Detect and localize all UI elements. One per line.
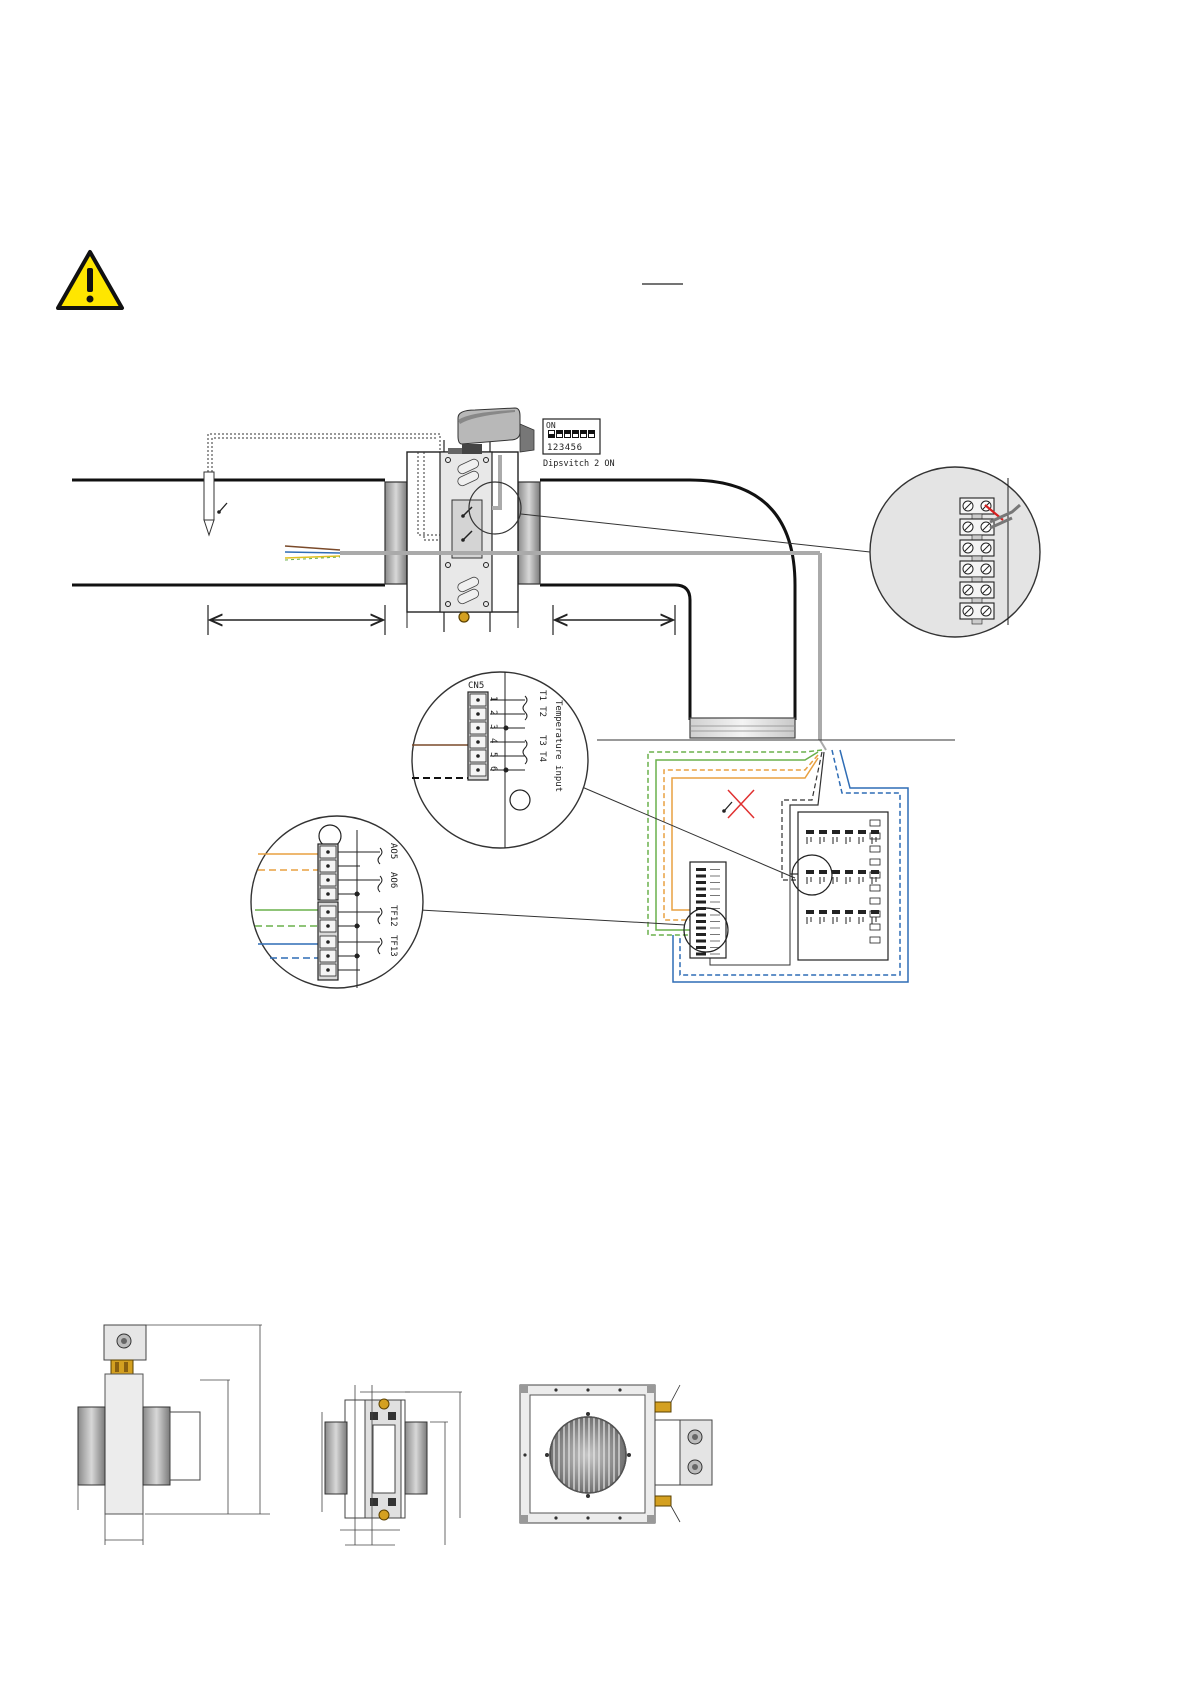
leader-line (521, 514, 870, 552)
dip-switch-icon: ON 123456 Dipsvitch 2 ON (543, 419, 615, 469)
leader-line-cn5 (582, 787, 795, 878)
main-pcb (798, 812, 888, 960)
cn5-detail: CN5 1 2 3 4 5 6 T1 T2 T3 T4 Temperature input (412, 672, 588, 848)
ao5-label: AO5 (388, 843, 398, 859)
warning-icon (58, 252, 122, 308)
ao-detail: AO5 AO6 TF12 TF13 (251, 816, 423, 988)
leader-line-ao (420, 910, 685, 925)
actuator (448, 408, 534, 454)
dip-caption: Dipsvitch 2 ON (543, 459, 615, 469)
unit-face-view (520, 1385, 712, 1523)
expansion-board (690, 862, 726, 958)
unit-side-view (78, 1325, 270, 1545)
cn5-pin-number: 5 (488, 752, 498, 757)
tf13-label: TF13 (388, 935, 398, 957)
cn5-pin-number: 6 (488, 766, 498, 771)
inlet-flange (385, 482, 407, 584)
outlet-flange (518, 482, 540, 584)
ao6-label: AO6 (388, 872, 398, 888)
terminal-block-detail (870, 467, 1040, 637)
cn5-caption: Temperature input (553, 700, 563, 792)
unit-front-view (322, 1385, 462, 1545)
duct-heater-unit (385, 440, 540, 632)
cn5-t34-label: T3 T4 (537, 735, 547, 762)
disabled-sensor-cross-icon (722, 790, 754, 818)
clearance-dimension-left (208, 605, 385, 635)
cn5-pin-number: 1 (488, 696, 498, 701)
control-box (597, 740, 955, 982)
cn5-pin-number: 4 (488, 738, 498, 743)
clearance-dimension-right (553, 605, 675, 635)
cn5-t12-label: T1 T2 (537, 690, 547, 717)
dip-on-label: ON (546, 421, 556, 430)
cn5-title: CN5 (468, 681, 484, 691)
cn5-pin-number: 2 (488, 710, 498, 715)
tf12-label: TF12 (388, 905, 398, 927)
cn5-pin-number: 3 (488, 724, 498, 729)
dip-numbers: 123456 (547, 443, 583, 453)
